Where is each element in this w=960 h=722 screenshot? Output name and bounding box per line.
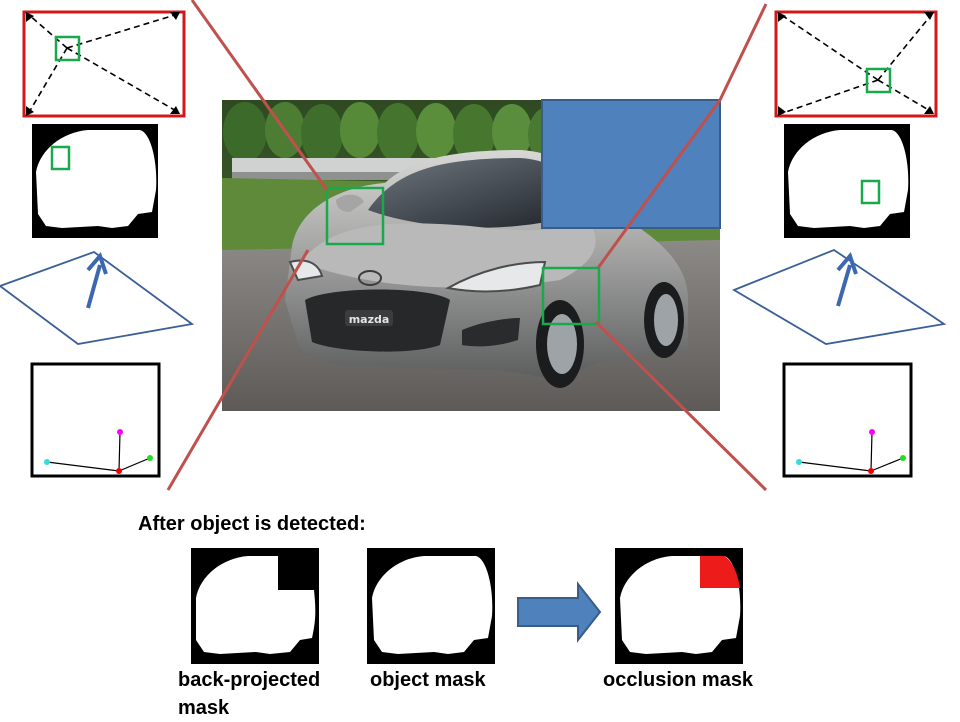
joint-point	[869, 429, 875, 435]
connector-line	[594, 320, 768, 492]
occlusion-mask-image	[615, 548, 743, 664]
mask-patch	[860, 179, 881, 205]
joint-point	[796, 459, 802, 465]
occlusion-region	[700, 556, 740, 588]
back-projected-mask-label: back-projected mask	[178, 669, 321, 719]
arrowheads	[26, 12, 180, 116]
viewpoint-plane	[0, 250, 195, 345]
joint-point	[147, 455, 153, 461]
connector-line	[596, 99, 722, 269]
joint-point	[868, 468, 874, 474]
right-panel	[731, 10, 947, 478]
back-projected-mask-image	[191, 548, 319, 664]
pose-diagram	[30, 362, 161, 478]
pose-diagram	[782, 362, 913, 478]
joint-point	[116, 468, 122, 474]
occlusion-mask-label: occlusion mask	[603, 669, 754, 691]
viewpoint-plane	[731, 248, 947, 345]
connector-line	[718, 3, 768, 101]
patch-box-right	[541, 266, 601, 326]
up-arrow	[86, 264, 102, 309]
projected-patch	[54, 35, 81, 62]
joint-point	[44, 459, 50, 465]
projection-frame	[22, 10, 186, 118]
joint-point	[900, 455, 906, 461]
object-mask-label: object mask	[370, 669, 486, 691]
up-arrow	[836, 264, 852, 307]
arrowheads	[778, 12, 934, 116]
projection-frame	[774, 10, 938, 118]
left-panel	[0, 10, 195, 478]
mask-patch	[50, 145, 71, 171]
patch-box-left	[325, 186, 385, 246]
object-mask-image	[367, 548, 495, 664]
right-arrow	[517, 581, 602, 643]
connector-line	[190, 0, 329, 191]
projected-patch	[865, 67, 892, 94]
occluder-block	[541, 99, 721, 229]
joint-point	[117, 429, 123, 435]
caption: After object is detected:	[138, 513, 366, 535]
brand-logo	[358, 270, 382, 286]
connector-line	[166, 249, 310, 491]
brand-text: mazda	[349, 313, 390, 326]
